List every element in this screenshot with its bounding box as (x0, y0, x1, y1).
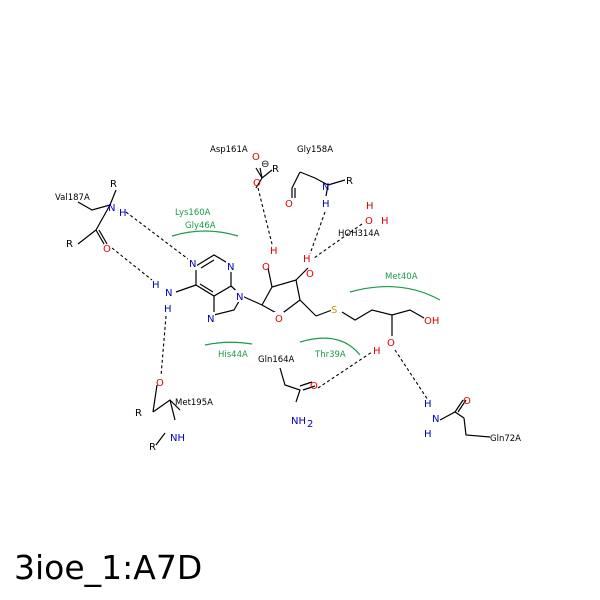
hbond-hoh314 (313, 223, 363, 259)
atom-n6: N (165, 288, 172, 299)
hoh314-h2: H (381, 216, 389, 227)
atom-n7: N (207, 314, 214, 325)
atom-oh: OH (424, 316, 439, 327)
hbond-gly158 (309, 211, 326, 255)
atom-h-chain: H (373, 346, 381, 357)
hbond-asp161 (257, 187, 273, 245)
atom-n3: N (227, 262, 234, 273)
residue-labels: Asp161A Gly158A Val187A Lys160A Gly46A H… (55, 145, 521, 444)
val187-r2: R (66, 239, 73, 250)
asp161-charge: ⊖ (261, 159, 269, 170)
arc-thr39 (299, 337, 361, 356)
arc-lys160-gly46 (171, 230, 239, 237)
label-asp161: Asp161A (210, 145, 248, 155)
gln164-nh2: NH (291, 416, 306, 427)
diagram-title: 3ioe_1:A7D (14, 548, 203, 587)
asp161-o2: O (253, 178, 261, 189)
label-hoh314: HOH314A (338, 229, 380, 239)
label-his44: His44A (218, 350, 248, 360)
gly158-o: O (285, 199, 293, 210)
atom-o-chain: O (387, 338, 395, 349)
atom-h6b: H (164, 304, 172, 315)
hbond-val187-o (111, 247, 153, 281)
arc-his44 (204, 341, 253, 346)
gln164-nh2-sub: 2 (307, 419, 313, 430)
label-lys160: Lys160A (175, 208, 211, 218)
label-gln72: Gln72A (490, 434, 521, 444)
met195-r2: R (149, 442, 156, 453)
label-met195: Met195A (175, 398, 213, 408)
hbond-gln72 (394, 349, 429, 401)
gln72-o: O (463, 396, 471, 407)
side-chain (315, 309, 425, 336)
label-gly158: Gly158A (297, 145, 333, 155)
hbond-met195 (160, 315, 167, 377)
met195-nh: NH (170, 433, 185, 444)
gly158-h: H (322, 199, 330, 210)
atom-o2: O (262, 262, 270, 273)
met195-o: O (156, 378, 164, 389)
atom-h3: H (303, 254, 311, 265)
label-val187: Val187A (55, 193, 90, 203)
atom-h6a: H (152, 280, 160, 291)
val187-r1: R (110, 179, 117, 190)
label-gly46: Gly46A (185, 221, 216, 231)
atom-n1: N (189, 259, 196, 270)
label-gln164: Gln164A (258, 355, 295, 365)
atom-n9: N (236, 292, 243, 303)
val187-n: N (108, 203, 115, 214)
hydrogen-bonds (111, 187, 429, 401)
hydrophobic-arcs (171, 230, 441, 356)
gln72-n: N (432, 414, 439, 425)
label-thr39: Thr39A (314, 350, 346, 360)
ribose-ring (241, 267, 317, 317)
atom-o3: O (306, 269, 314, 280)
hoh314-o: O (365, 216, 373, 227)
gly158-n: N (322, 182, 329, 193)
met195-r1: R (135, 408, 142, 419)
asp161-r: R (272, 164, 279, 175)
hbond-val187-n (125, 211, 193, 263)
gln72-h2: H (424, 429, 432, 440)
gln164-o: O (310, 381, 318, 392)
residue-bonds (77, 167, 491, 446)
val187-h: H (119, 208, 127, 219)
gln72-h1: H (424, 399, 432, 410)
atom-labels: N N N N N H H O O H O H S OH O H O O ⊖ R… (66, 152, 471, 453)
label-met40: Met40A (385, 272, 418, 282)
val187-o: O (103, 244, 111, 255)
arc-met40 (349, 285, 441, 301)
gly158-r: R (346, 176, 353, 187)
atom-o4: O (275, 314, 283, 325)
atom-h2: H (270, 246, 278, 257)
hoh314-h1: H (366, 201, 374, 212)
asp161-o1: O (252, 152, 260, 163)
atom-s: S (331, 305, 337, 316)
